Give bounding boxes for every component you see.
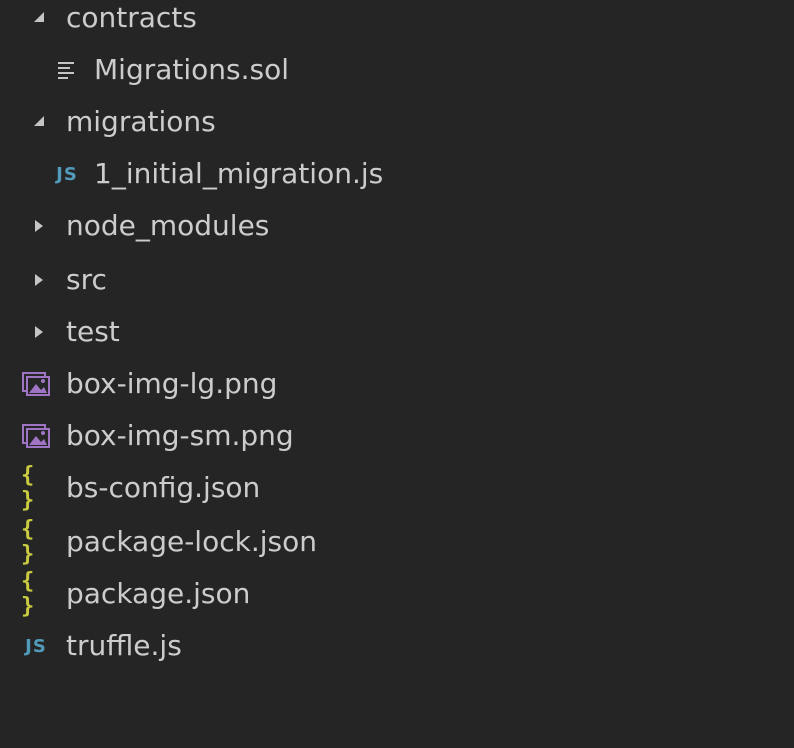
caret-right-icon[interactable] xyxy=(32,219,46,233)
folder-test[interactable]: test xyxy=(0,306,794,358)
folder-contracts[interactable]: contracts xyxy=(0,0,794,44)
file-label: box-img-sm.png xyxy=(66,419,294,452)
file-box-img-lg-png[interactable]: box-img-lg.png xyxy=(0,358,794,410)
file-label: Migrations.sol xyxy=(94,53,290,86)
folder-node-modules[interactable]: node_modules xyxy=(0,200,794,252)
folder-label: test xyxy=(66,315,120,348)
js-file-icon: JS xyxy=(56,163,78,185)
file-label: truffle.js xyxy=(66,629,182,662)
folder-src[interactable]: src xyxy=(0,254,794,306)
caret-right-icon[interactable] xyxy=(32,325,46,339)
folder-migrations[interactable]: migrations xyxy=(0,96,794,148)
image-file-icon xyxy=(21,421,51,451)
caret-right-icon[interactable] xyxy=(32,273,46,287)
image-file-icon xyxy=(21,369,51,399)
file-label: package-lock.json xyxy=(66,525,317,558)
file-label: bs-config.json xyxy=(66,471,261,504)
file-label: 1_initial_migration.js xyxy=(94,157,384,190)
file-bs-config-json[interactable]: { } bs-config.json xyxy=(0,462,794,514)
json-file-icon: { } xyxy=(21,517,37,567)
json-file-icon: { } xyxy=(21,569,37,619)
file-package-json[interactable]: { } package.json xyxy=(0,568,794,620)
caret-down-icon[interactable] xyxy=(32,11,46,25)
folder-label: src xyxy=(66,263,107,296)
file-migrations-sol[interactable]: Migrations.sol xyxy=(0,44,794,96)
file-truffle-js[interactable]: JS truffle.js xyxy=(0,620,794,672)
lines-file-icon xyxy=(52,55,82,85)
file-package-lock-json[interactable]: { } package-lock.json xyxy=(0,516,794,568)
folder-label: migrations xyxy=(66,105,216,138)
file-box-img-sm-png[interactable]: box-img-sm.png xyxy=(0,410,794,462)
file-label: box-img-lg.png xyxy=(66,367,278,400)
folder-label: node_modules xyxy=(66,209,270,242)
js-file-icon: JS xyxy=(25,635,47,657)
json-file-icon: { } xyxy=(21,463,37,513)
caret-down-icon[interactable] xyxy=(32,115,46,129)
folder-label: contracts xyxy=(66,1,197,34)
file-1-initial-migration-js[interactable]: JS 1_initial_migration.js xyxy=(0,148,794,200)
file-label: package.json xyxy=(66,577,251,610)
